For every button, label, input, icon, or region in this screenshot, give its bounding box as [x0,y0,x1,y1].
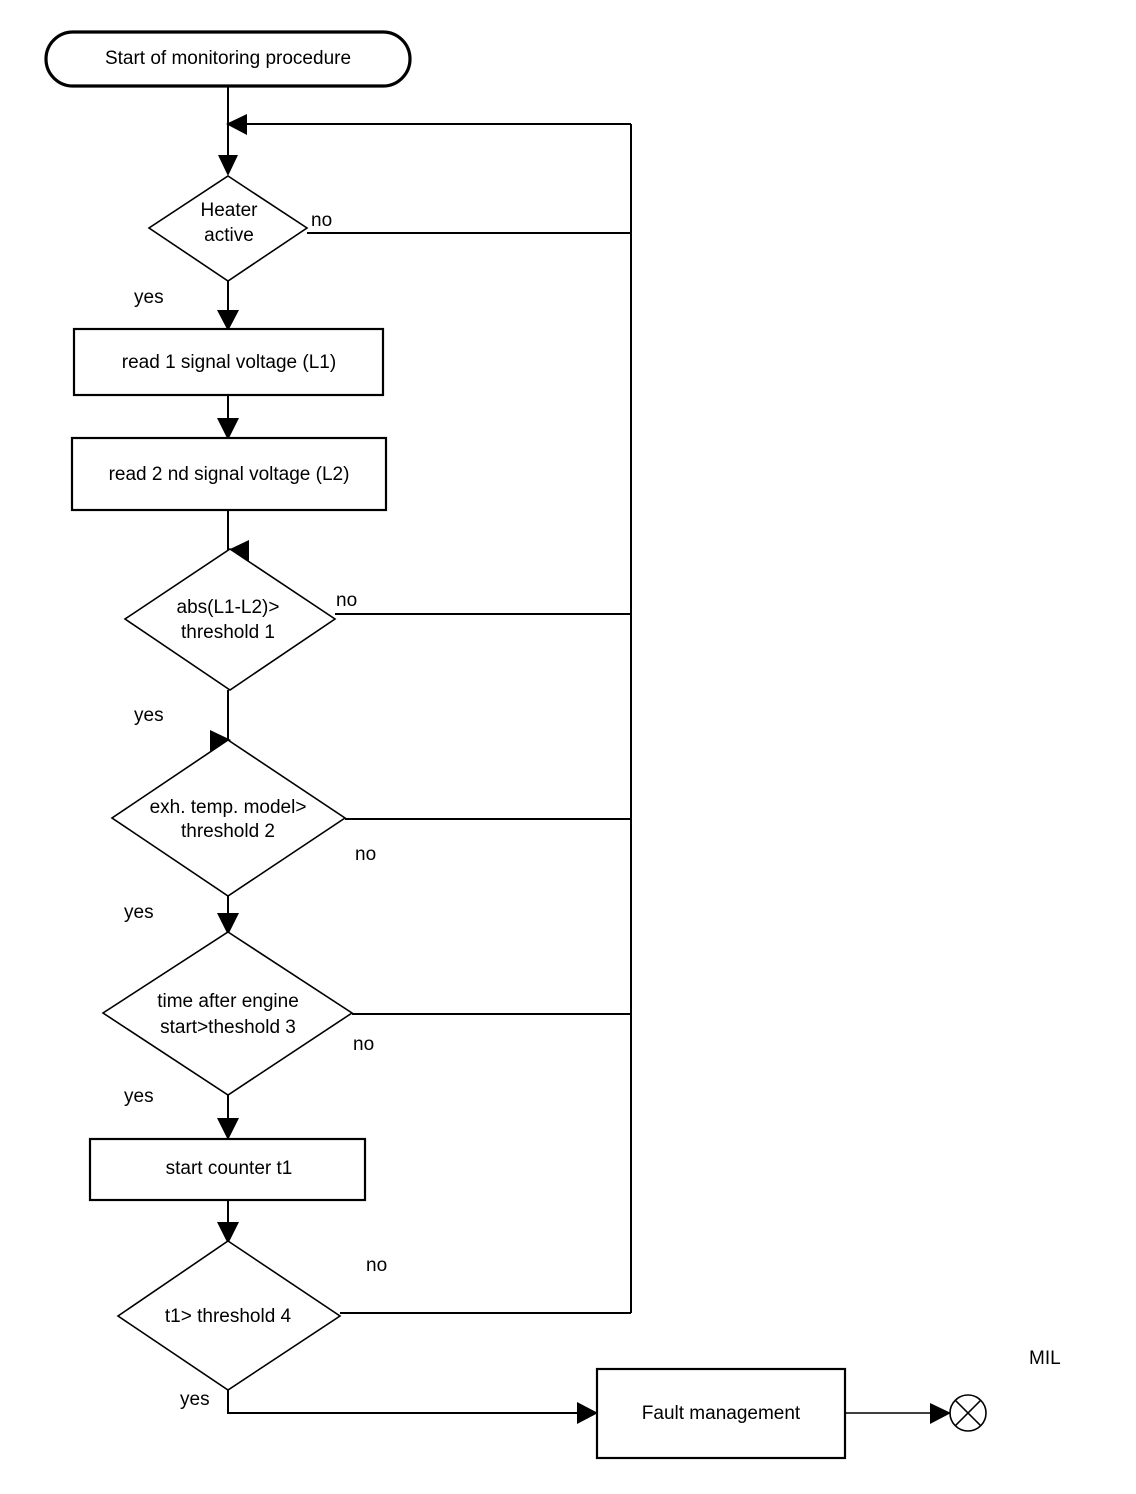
node-exh-label-line1: exh. temp. model> [150,797,307,818]
node-abs-label-line1: abs(L1-L2)> [177,597,280,618]
edge-label-t1-no: no [366,1255,387,1276]
node-t1-check[interactable] [116,1240,342,1391]
edge-label-heater-yes: yes [134,287,164,308]
node-start-counter[interactable] [88,1137,367,1202]
node-time-after-engine[interactable] [101,931,354,1096]
node-fault-management[interactable] [595,1367,847,1460]
arrowhead-into-counter [217,1118,239,1140]
edge-label-heater-no: no [311,210,332,231]
node-exh-label-line2: threshold 2 [181,821,275,842]
arrowhead-into-read1 [217,310,239,331]
edge-label-time-yes: yes [124,1086,154,1107]
node-time-label-line2: start>theshold 3 [160,1017,296,1038]
node-heater-active[interactable] [147,175,309,282]
edge-label-abs-yes: yes [134,705,164,726]
node-time-label-line1: time after engine [157,991,299,1012]
node-start[interactable] [44,30,412,88]
arrowhead-into-t1 [217,1222,239,1244]
edge-t1-yes-to-fault [227,1390,594,1414]
node-read2-label: read 2 nd signal voltage (L2) [109,464,350,485]
node-exh-temp[interactable] [110,739,347,897]
arrowhead-into-mil [930,1403,951,1424]
arrowhead-into-exh [210,730,231,751]
mil-lamp-icon[interactable] [949,1394,987,1432]
mil-label: MIL [1029,1348,1061,1369]
node-fault-label: Fault management [642,1403,801,1424]
node-heater-label-line2: active [204,225,254,246]
node-heater-label-line1: Heater [200,200,258,221]
arrowhead-into-heater [218,155,238,176]
edge-label-abs-no: no [336,590,357,611]
arrowhead-return-into-spine [226,114,247,135]
mil-cross-line-2 [954,1399,982,1427]
node-read1[interactable] [72,327,385,397]
node-read2[interactable] [70,436,388,512]
edge-label-t1-yes: yes [180,1389,210,1410]
edge-label-time-no: no [353,1034,374,1055]
node-abs-check[interactable] [123,548,337,691]
node-abs-label-line2: threshold 1 [181,622,275,643]
arrowhead-into-fault [577,1402,598,1424]
arrowhead-into-time [217,913,239,935]
edge-label-exh-yes: yes [124,902,154,923]
node-read1-label: read 1 signal voltage (L1) [122,352,336,373]
arrowhead-into-read2 [217,418,239,440]
node-t1-label: t1> threshold 4 [165,1306,292,1327]
node-start-label: Start of monitoring procedure [105,48,351,69]
node-counter-label: start counter t1 [166,1158,293,1179]
arrowhead-into-abs [228,540,249,561]
edge-label-exh-no: no [355,844,376,865]
